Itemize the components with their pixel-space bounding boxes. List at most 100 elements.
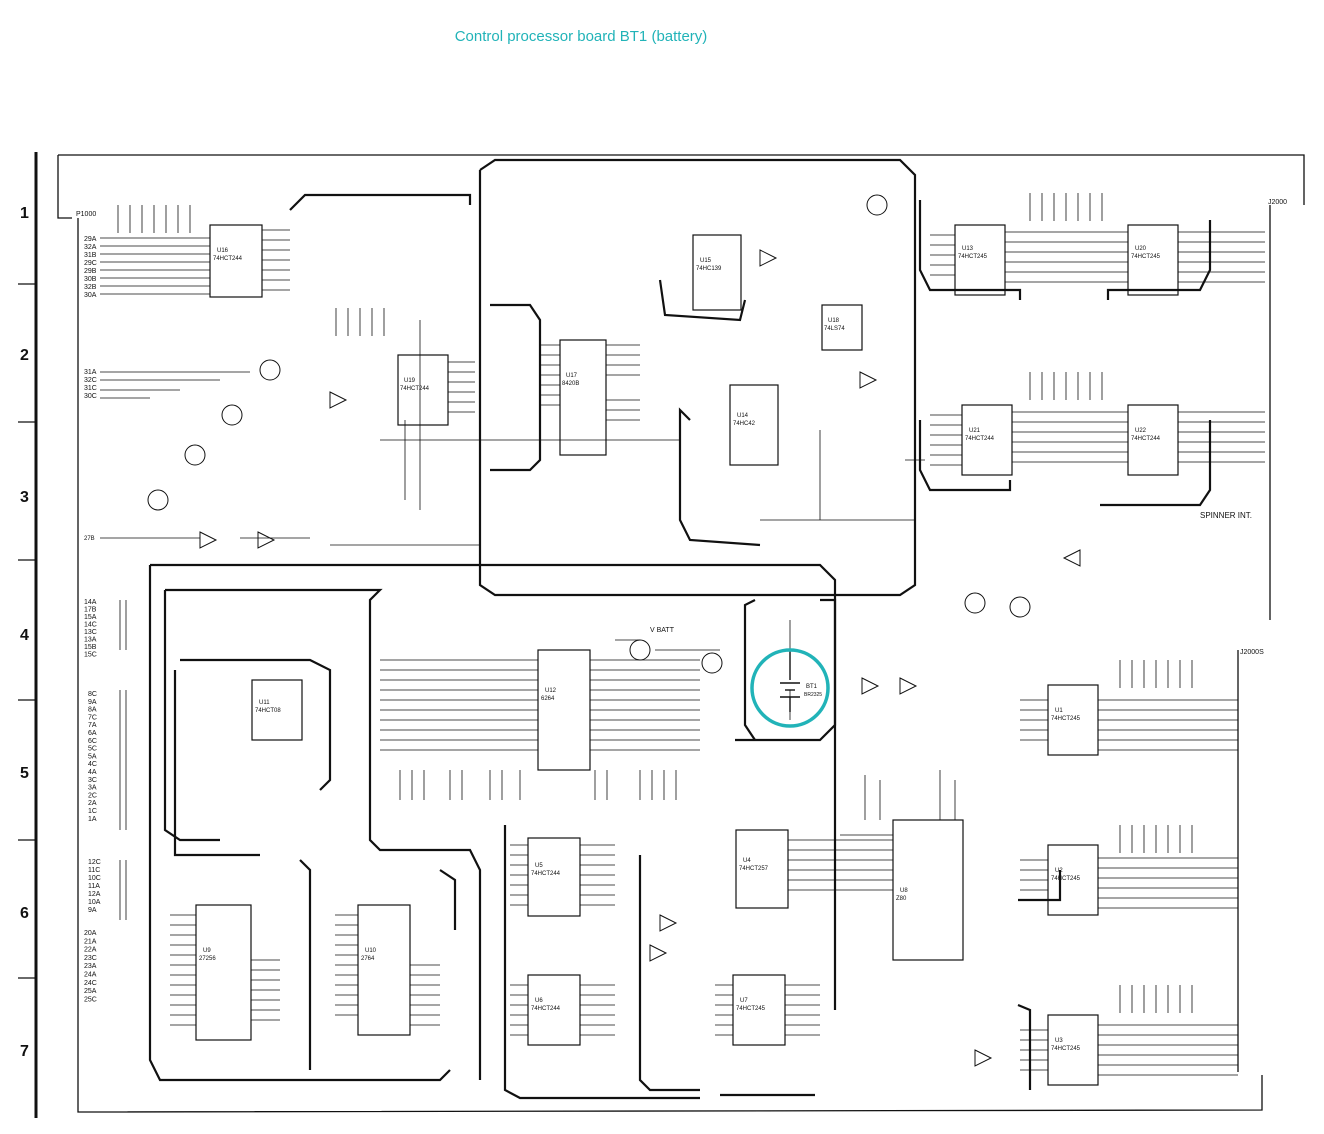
connector-pin-label: 13A	[84, 637, 97, 644]
connector-pin-label: 7A	[88, 722, 97, 729]
connector-pin-label: 4C	[88, 761, 97, 768]
connector-pin-label: 5C	[88, 746, 97, 753]
connector-pin-label: 6C	[88, 738, 97, 745]
connector-pin-label: 6A	[88, 730, 97, 737]
row-label-7: 7	[20, 1043, 29, 1060]
connector-pin-label: 12A	[88, 891, 101, 898]
chip-part-label: 74HCT244	[213, 256, 243, 262]
chip-id-label: U19	[404, 378, 416, 384]
connector-pin-label: 31C	[84, 385, 97, 392]
connector-pin-label: 25A	[84, 988, 97, 995]
connector-pin-label: 31A	[84, 369, 97, 376]
connector-pin-label: 10C	[88, 875, 101, 882]
chip-id-label: U14	[737, 413, 749, 419]
chip-id-label: U6	[535, 998, 543, 1004]
connector-pin-label: 15A	[84, 614, 97, 621]
connector-pin-label: 1A	[88, 816, 97, 823]
connector-pin-label: 8C	[88, 691, 97, 698]
chip-id-label: U18	[828, 318, 840, 324]
connector-pin-label: 23A	[84, 963, 97, 970]
chip-id-label: U2	[1055, 868, 1063, 874]
battery-part: BR2325	[804, 692, 822, 698]
connector-pin-label: 32C	[84, 377, 97, 384]
row-label-5: 5	[20, 765, 29, 782]
connector-pin-label: 22A	[84, 947, 97, 954]
connector-pin-label: 4A	[88, 769, 97, 776]
connector-pin-label: 12C	[88, 859, 101, 866]
page-title: Control processor board BT1 (battery)	[454, 28, 708, 45]
chip-id-label: U21	[969, 428, 981, 434]
connector-pin-label: 21A	[84, 938, 97, 945]
spinner-int-label: SPINNER INT.	[1200, 511, 1252, 520]
connector-pin-label: 15C	[84, 652, 97, 659]
chip-id-label: U5	[535, 863, 543, 869]
chip-id-label: U4	[743, 858, 751, 864]
connector-pin-label: 3C	[88, 777, 97, 784]
chip-id-label: U22	[1135, 428, 1147, 434]
chip-part-label: 74LS74	[824, 326, 845, 332]
connector-pin-label: 20A	[84, 930, 97, 937]
connector-pin-label: 10A	[88, 899, 101, 906]
chip-id-label: U1	[1055, 708, 1063, 714]
connector-pin-label: 9A	[88, 699, 97, 706]
connector-pin-label: 24A	[84, 972, 97, 979]
connector-pin-label: 32B	[84, 284, 97, 291]
connector-pin-label: 2C	[88, 792, 97, 799]
connector-pin-label: 29C	[84, 260, 97, 267]
connector-pin-label: 29B	[84, 268, 97, 275]
chip-part-label: 74HCT245	[1051, 876, 1081, 882]
battery-highlight	[750, 648, 830, 728]
chip-id-label: U20	[1135, 246, 1147, 252]
connector-pin-label: 30A	[84, 292, 97, 299]
connector-pin-label: 13C	[84, 629, 97, 636]
chip-part-label: 74HCT244	[1131, 436, 1161, 442]
connector-pin-label: 14A	[84, 599, 97, 606]
connector-pin-label: 3A	[88, 785, 97, 792]
connector-j2000s: J2000S	[1240, 649, 1264, 656]
chip-part-label: 74HCT244	[531, 1006, 561, 1012]
chip-part-label: Z80	[896, 896, 907, 902]
connector-j2000: J2000	[1268, 199, 1287, 206]
chip-part-label: 2764	[361, 956, 375, 962]
connector-pin-label: 11A	[88, 883, 100, 890]
chip-id-label: U9	[203, 948, 211, 954]
connector-pin-label: 1C	[88, 808, 97, 815]
chip-part-label: 74HCT244	[531, 871, 561, 877]
connector-pin-label: 7C	[88, 714, 97, 721]
chip-part-label: 74HCT245	[1051, 1046, 1081, 1052]
connector-pin-label: 24C	[84, 980, 97, 987]
chip-id-label: U15	[700, 258, 712, 264]
chip-id-label: U13	[962, 246, 974, 252]
connector-pin-label: 11C	[88, 867, 100, 874]
row-label-6: 6	[20, 905, 29, 922]
chip-id-label: U11	[259, 700, 270, 706]
chip-part-label: 74HCT245	[1131, 254, 1161, 260]
connector-p1000: P1000	[76, 211, 96, 218]
vbatt-label: V BATT	[650, 627, 675, 634]
chip-id-label: U8	[900, 888, 908, 894]
chip-part-label: 27256	[199, 956, 216, 962]
pin-27b: 27B	[84, 536, 95, 542]
connector-pin-label: 14C	[84, 622, 97, 629]
chip-part-label: 74HCT08	[255, 708, 281, 714]
connector-pin-label: 9A	[88, 907, 97, 914]
chip-part-label: 74HC42	[733, 421, 756, 427]
connector-pin-label: 5A	[88, 753, 97, 760]
chip-part-label: 74HCT245	[1051, 716, 1081, 722]
row-label-4: 4	[20, 627, 29, 644]
chip-id-label: U16	[217, 248, 229, 254]
connector-pin-label: 25C	[84, 996, 97, 1003]
chip-id-label: U17	[566, 373, 578, 379]
chip-id-label: U12	[545, 688, 557, 694]
row-label-1: 1	[20, 205, 29, 222]
connector-pin-label: 30C	[84, 393, 97, 400]
connector-pin-label: 15B	[84, 644, 97, 651]
chip-part-label: 74HCT245	[958, 254, 988, 260]
row-label-2: 2	[20, 347, 29, 364]
chip-id-label: U3	[1055, 1038, 1063, 1044]
chip-part-label: 74HC139	[696, 266, 722, 272]
chip-part-label: 74HCT245	[736, 1006, 766, 1012]
connector-pin-label: 17B	[84, 607, 97, 614]
chip-part-label: 6264	[541, 696, 555, 702]
battery-label: BT1	[806, 684, 818, 690]
